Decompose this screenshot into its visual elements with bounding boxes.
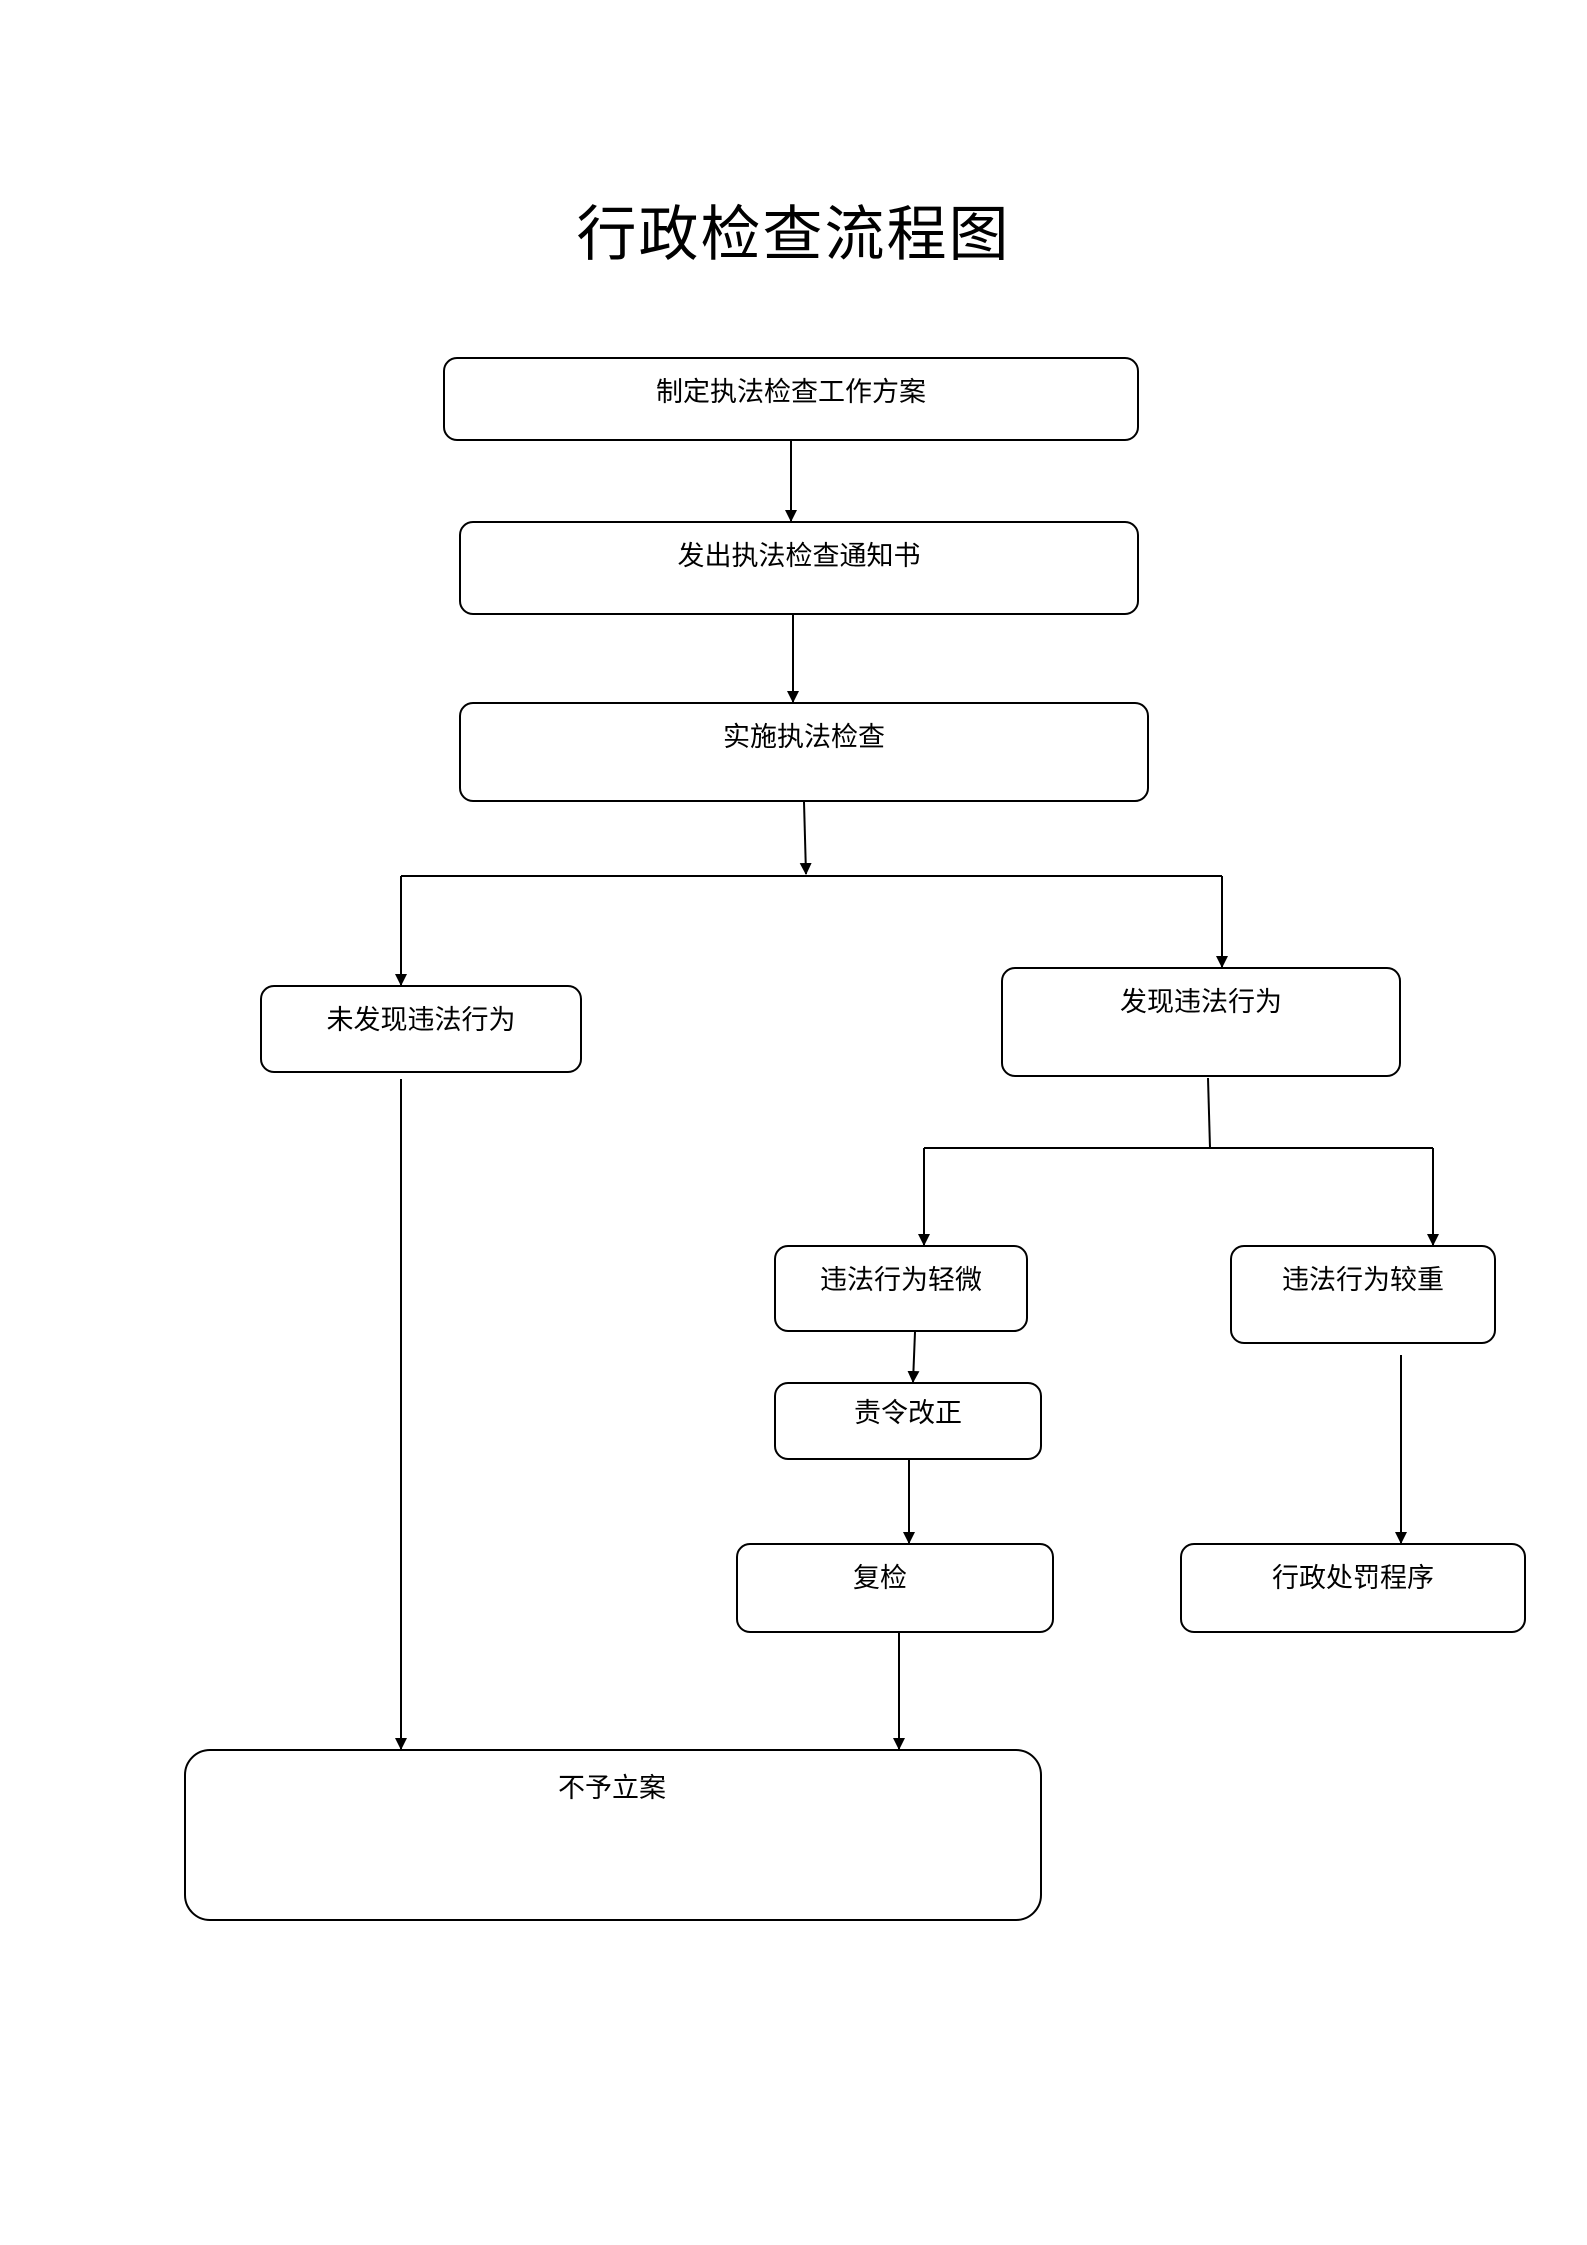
node-serious-label: 违法行为较重 <box>1282 1265 1444 1296</box>
node-inspect: 实施执法检查 <box>459 702 1149 802</box>
node-penalty-label: 行政处罚程序 <box>1272 1563 1434 1594</box>
node-no-case-label: 不予立案 <box>558 1773 666 1804</box>
arrow-minor-to-rectify <box>907 1331 920 1383</box>
node-recheck-label: 复检 <box>853 1563 907 1594</box>
node-no-violation: 未发现违法行为 <box>260 985 582 1073</box>
node-plan: 制定执法检查工作方案 <box>443 357 1139 441</box>
arrow-inspect-to-split <box>799 801 812 875</box>
node-plan-label: 制定执法检查工作方案 <box>656 377 926 408</box>
node-penalty: 行政处罚程序 <box>1180 1543 1526 1633</box>
node-rectify-label: 责令改正 <box>854 1398 962 1429</box>
node-inspect-label: 实施执法检查 <box>723 722 885 753</box>
line-violation-down <box>1207 1077 1211 1149</box>
node-rectify: 责令改正 <box>774 1382 1042 1460</box>
node-no-case: 不予立案 <box>184 1749 1042 1921</box>
node-violation: 发现违法行为 <box>1001 967 1401 1077</box>
node-notice-label: 发出执法检查通知书 <box>677 541 921 572</box>
node-notice: 发出执法检查通知书 <box>459 521 1139 615</box>
node-minor: 违法行为轻微 <box>774 1245 1028 1332</box>
node-serious: 违法行为较重 <box>1230 1245 1496 1344</box>
node-recheck: 复检 <box>736 1543 1054 1633</box>
node-minor-label: 违法行为轻微 <box>820 1265 982 1296</box>
node-no-violation-label: 未发现违法行为 <box>326 1005 516 1036</box>
node-violation-label: 发现违法行为 <box>1120 987 1282 1018</box>
page-title: 行政检查流程图 <box>576 200 1011 270</box>
